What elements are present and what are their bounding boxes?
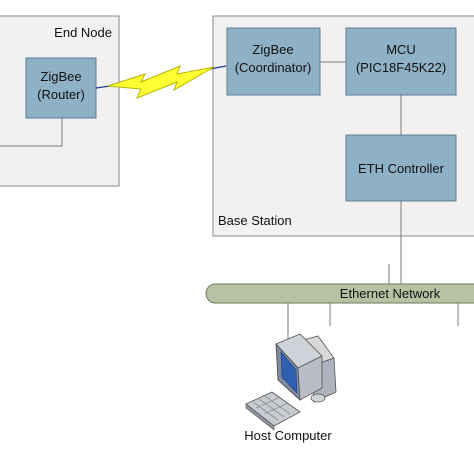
zigbee-router-node: ZigBee (Router) — [25, 57, 97, 119]
eth-controller-label: ETH Controller — [358, 161, 445, 176]
mcu-node: MCU (PIC18F45K22) — [345, 27, 457, 96]
base-station-label: Base Station — [218, 213, 292, 228]
desktop-computer-icon: Host Computer — [244, 333, 337, 443]
network-label: Ethernet Network — [340, 286, 441, 301]
router-title: ZigBee — [40, 69, 81, 84]
end-node-label: End Node — [54, 25, 112, 40]
coordinator-title: ZigBee — [252, 42, 293, 57]
zigbee-coordinator-node: ZigBee (Coordinator) — [226, 27, 321, 96]
end-node-container: End Node — [0, 15, 120, 187]
coordinator-subtitle: (Coordinator) — [235, 60, 312, 75]
mcu-subtitle: (PIC18F45K22) — [356, 60, 446, 75]
wireless-link-icon — [95, 65, 227, 99]
router-wire — [0, 118, 63, 147]
router-subtitle: (Router) — [37, 87, 85, 102]
mcu-title: MCU — [386, 42, 416, 57]
ethernet-network-bus: Ethernet Network — [205, 283, 474, 304]
connectors — [0, 61, 459, 342]
eth-controller-node: ETH Controller — [345, 134, 457, 202]
host-computer-label: Host Computer — [244, 428, 332, 443]
